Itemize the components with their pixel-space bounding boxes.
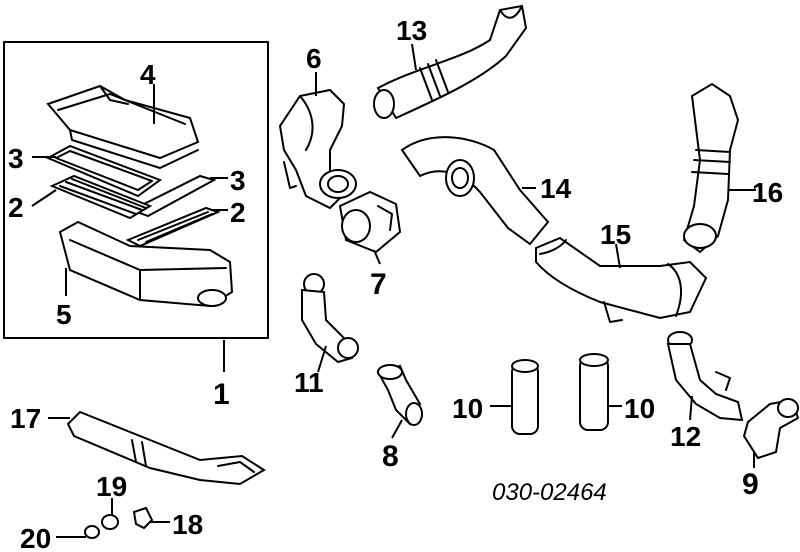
- callout-18: 18: [172, 509, 203, 540]
- bolt-20: [84, 525, 100, 539]
- filter-element-left: [49, 174, 153, 220]
- callout-16: 16: [752, 177, 783, 208]
- connector-8: [376, 364, 423, 426]
- callout-6: 6: [306, 43, 322, 74]
- callout-4: 4: [140, 59, 156, 90]
- callout-9: 9: [742, 468, 759, 501]
- callout-15: 15: [600, 219, 631, 250]
- clip-18: [132, 506, 154, 530]
- diagram-reference-code: 030-02464: [492, 479, 607, 506]
- hose-12: [666, 331, 744, 422]
- sleeve-10-right: [579, 353, 609, 431]
- callout-12: 12: [670, 421, 701, 452]
- intake-hose-13: [373, 4, 528, 120]
- elbow-hose-9: [742, 398, 800, 460]
- callout-3-left: 3: [8, 143, 24, 174]
- intake-pipe-15: [535, 236, 708, 323]
- callout-13: 13: [396, 15, 427, 46]
- air-cleaner-cover: [46, 84, 200, 169]
- callout-10-left: 10: [452, 393, 483, 424]
- callout-8: 8: [382, 440, 399, 473]
- intake-pipe-14: [400, 136, 550, 246]
- grommet-19: [101, 514, 119, 530]
- callout-10-right: 10: [624, 393, 655, 424]
- air-cleaner-group-box: [3, 41, 269, 339]
- filter-element-right: [125, 206, 221, 248]
- callout-20: 20: [20, 523, 51, 552]
- filter-frame-right: [129, 174, 217, 218]
- air-cleaner-case: [58, 220, 234, 308]
- air-intake-duct-17: [66, 410, 266, 486]
- callout-17: 17: [10, 403, 41, 434]
- callout-11: 11: [294, 367, 324, 398]
- callout-2-left: 2: [8, 192, 24, 223]
- air-flow-meter: [338, 190, 402, 254]
- callout-1: 1: [213, 378, 230, 411]
- callout-3-right: 3: [230, 165, 246, 196]
- sleeve-10-left: [511, 359, 539, 435]
- hose-11: [301, 273, 359, 364]
- intake-hose-16: [682, 82, 740, 254]
- intake-elbow-duct: [278, 88, 357, 210]
- callout-14: 14: [540, 173, 572, 204]
- callout-19: 19: [96, 471, 127, 502]
- leader-lines: [31, 43, 756, 538]
- callout-2-right: 2: [230, 197, 246, 228]
- callout-5: 5: [56, 299, 72, 330]
- filter-frame-left: [45, 144, 163, 198]
- callout-7: 7: [370, 268, 387, 301]
